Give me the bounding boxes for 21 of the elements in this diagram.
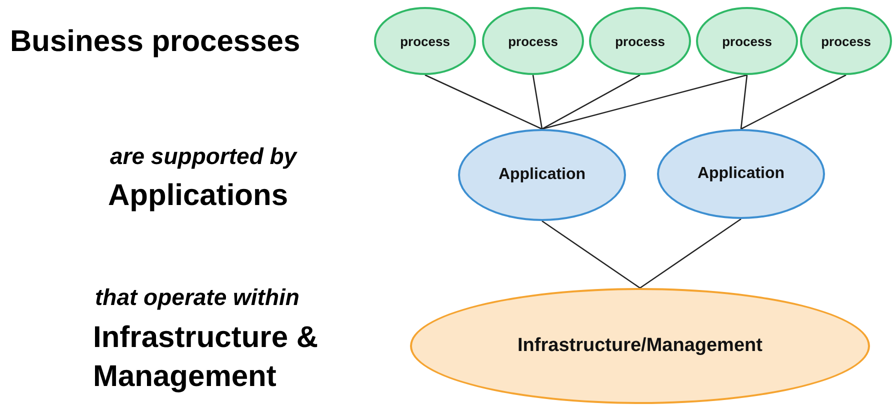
heading-text: Business processes xyxy=(10,24,302,60)
node-label: process xyxy=(615,34,665,48)
heading-text: Infrastructure & Management xyxy=(93,320,320,395)
connector-line xyxy=(542,74,748,130)
node-label: process xyxy=(722,34,772,48)
node-label: process xyxy=(508,34,558,48)
heading-text: Applications xyxy=(108,178,290,214)
node-label: process xyxy=(400,34,450,48)
connector-line xyxy=(640,218,742,289)
connector-line xyxy=(542,74,640,130)
subtitle-text: that operate within xyxy=(95,283,300,312)
connector-line xyxy=(740,74,748,130)
subtitle-text: are supported by xyxy=(110,142,298,171)
connector-line xyxy=(740,74,846,130)
connector-line xyxy=(532,74,543,130)
node-label: Application xyxy=(498,166,586,184)
node-label: process xyxy=(821,34,871,48)
connector-line xyxy=(542,220,640,289)
connector-line xyxy=(424,74,542,130)
node-label: Application xyxy=(697,165,785,183)
node-label: Infrastructure/Management xyxy=(518,335,762,357)
